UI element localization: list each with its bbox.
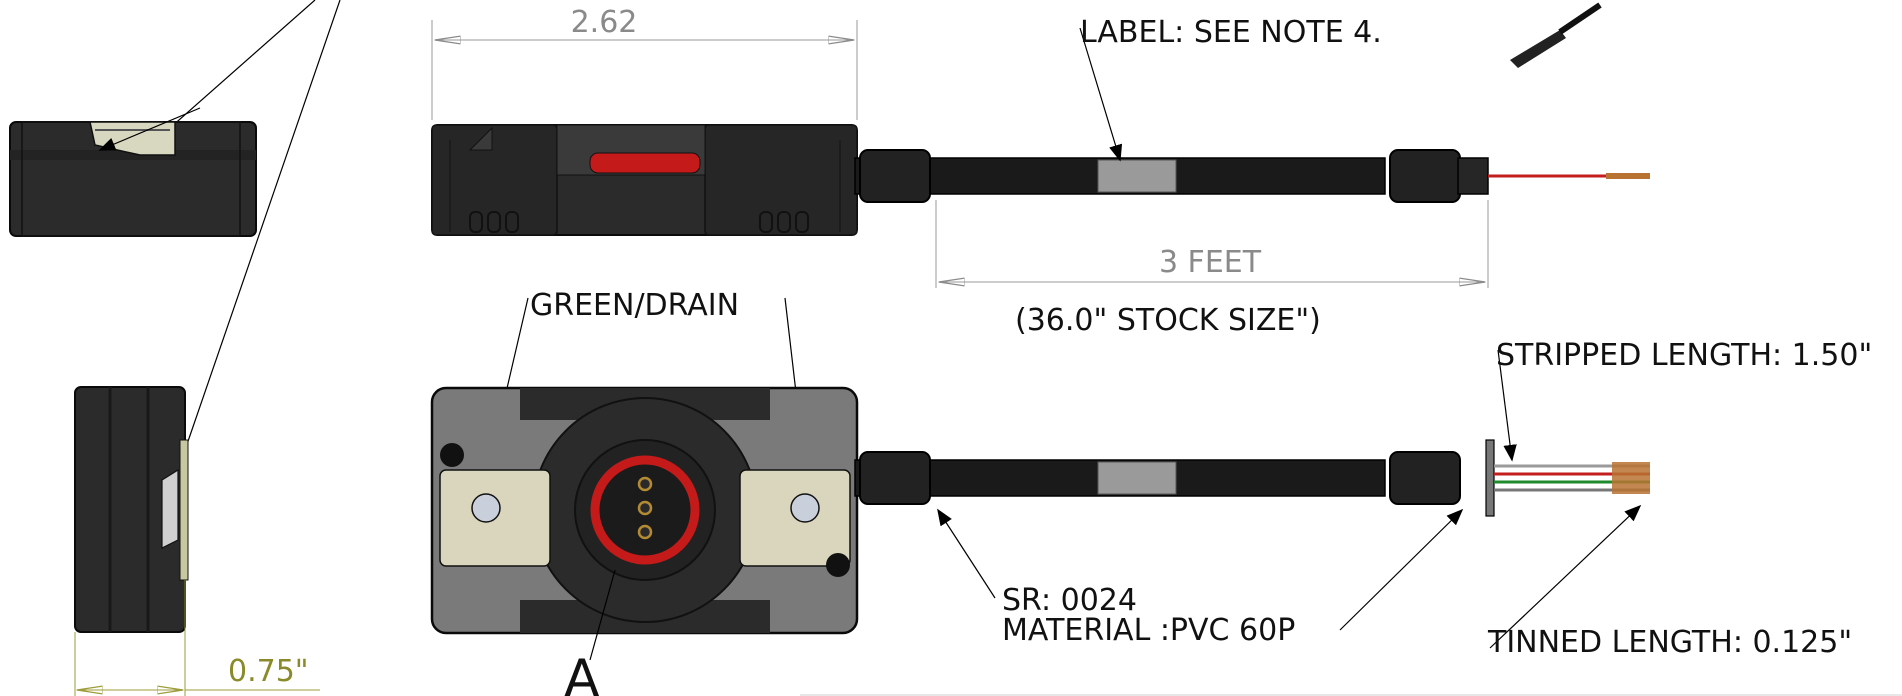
end-view xyxy=(74,386,320,696)
sr-code-callout: SR: 0024 xyxy=(1002,583,1137,618)
cable-length-dimension: 3 FEET xyxy=(1159,245,1262,280)
tinned-length-callout: TINNED LENGTH: 0.125" xyxy=(1487,625,1852,660)
width-dimension: 2.62 xyxy=(571,5,638,40)
housing-plan-view xyxy=(430,386,859,635)
material-callout: MATERIAL :PVC 60P xyxy=(1002,613,1295,648)
cable-plan-view xyxy=(854,439,1650,517)
cable-side-view xyxy=(854,149,1650,203)
width-dimension-lines xyxy=(431,20,858,120)
green-drain-callout: GREEN/DRAIN xyxy=(530,288,739,323)
side-view-top xyxy=(9,0,341,451)
label-note-callout: LABEL: SEE NOTE 4. xyxy=(1080,15,1382,50)
stripped-length-callout: STRIPPED LENGTH: 1.50" xyxy=(1496,338,1872,373)
housing-side-view xyxy=(431,124,858,236)
stock-size-note: (36.0" STOCK SIZE") xyxy=(1015,303,1321,338)
detail-marker: A xyxy=(564,649,600,696)
thickness-dimension: 0.75" xyxy=(228,654,309,689)
cable-length-dimension-lines xyxy=(935,200,1489,288)
isometric-thumbnail xyxy=(1510,2,1602,68)
